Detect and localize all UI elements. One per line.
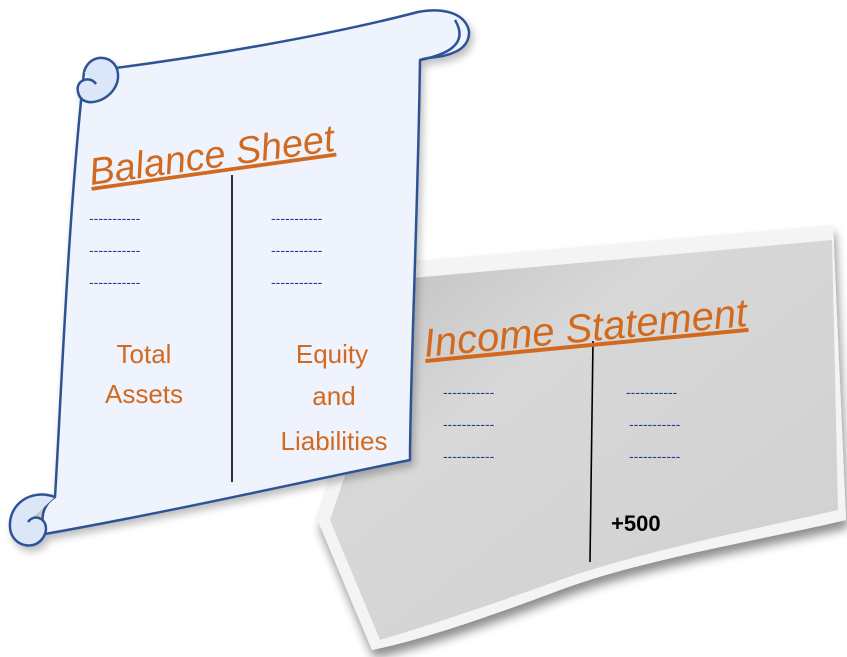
balance-sheet-right-entries: ----------- ----------- ----------- <box>271 210 323 290</box>
income-statement-figure: +500 <box>611 511 661 536</box>
income-statement-left-line: ----------- <box>443 448 495 464</box>
balance-sheet-scroll <box>8 9 471 547</box>
income-statement-left-entries: ----------- ----------- ----------- <box>443 384 495 464</box>
balance-sheet-left-line: ----------- <box>89 242 141 258</box>
income-statement-right-line: ----------- <box>626 384 678 400</box>
total-assets-line1: Total <box>117 339 172 369</box>
income-statement-divider <box>589 340 594 563</box>
balance-sheet-left-line: ----------- <box>89 210 141 226</box>
balance-sheet-left-entries: ----------- ----------- ----------- <box>89 210 141 290</box>
equity-liabilities-line2: and <box>312 381 355 411</box>
balance-sheet-right-line: ----------- <box>271 274 323 290</box>
income-statement-sheet-face <box>330 240 838 640</box>
equity-liabilities-line3: Liabilities <box>281 426 388 456</box>
balance-sheet-right-line: ----------- <box>271 210 323 226</box>
income-statement-left-line: ----------- <box>443 416 495 432</box>
income-statement-sheet: Income Statement ----------- -----------… <box>318 225 846 650</box>
balance-sheet-left-line: ----------- <box>89 274 141 290</box>
income-statement-left-line: ----------- <box>443 384 495 400</box>
total-assets-line2: Assets <box>105 379 183 409</box>
equity-liabilities-line1: Equity <box>296 339 368 369</box>
equity-liabilities-label: Equity and Liabilities <box>281 339 388 456</box>
balance-sheet-bottom-curl <box>8 493 56 547</box>
balance-sheet-top-roll <box>419 19 461 62</box>
balance-sheet-right-line: ----------- <box>271 242 323 258</box>
balance-sheet-top-curl <box>76 56 120 104</box>
income-statement-right-line: ----------- <box>629 416 681 432</box>
total-assets-label: Total Assets <box>105 339 183 409</box>
income-statement-right-line: ----------- <box>629 448 681 464</box>
income-statement-right-entries: ----------- ----------- ----------- <box>626 384 681 464</box>
balance-sheet-scroll-body <box>41 9 471 536</box>
